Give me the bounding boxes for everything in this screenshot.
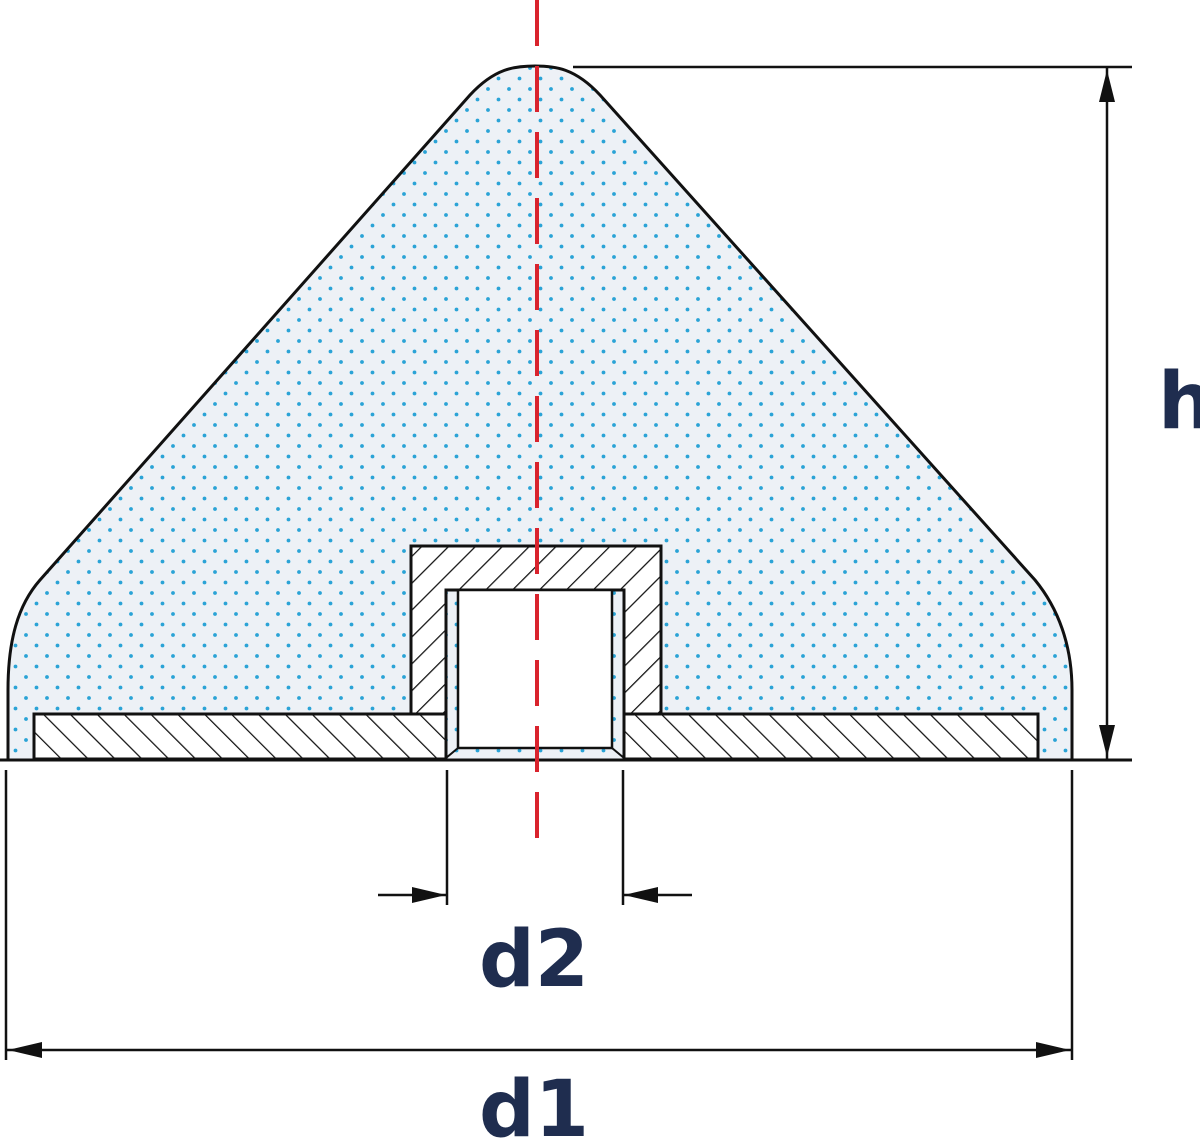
inner-diameter-dimension — [378, 770, 692, 905]
steel-base-plate — [32, 712, 1040, 761]
outer-diameter-dimension — [4, 770, 1074, 1060]
height-label: h — [1158, 357, 1200, 447]
outer-diameter-label: d1 — [479, 1065, 589, 1142]
inner-diameter-label: d2 — [479, 915, 589, 1005]
height-dimension — [573, 65, 1132, 760]
